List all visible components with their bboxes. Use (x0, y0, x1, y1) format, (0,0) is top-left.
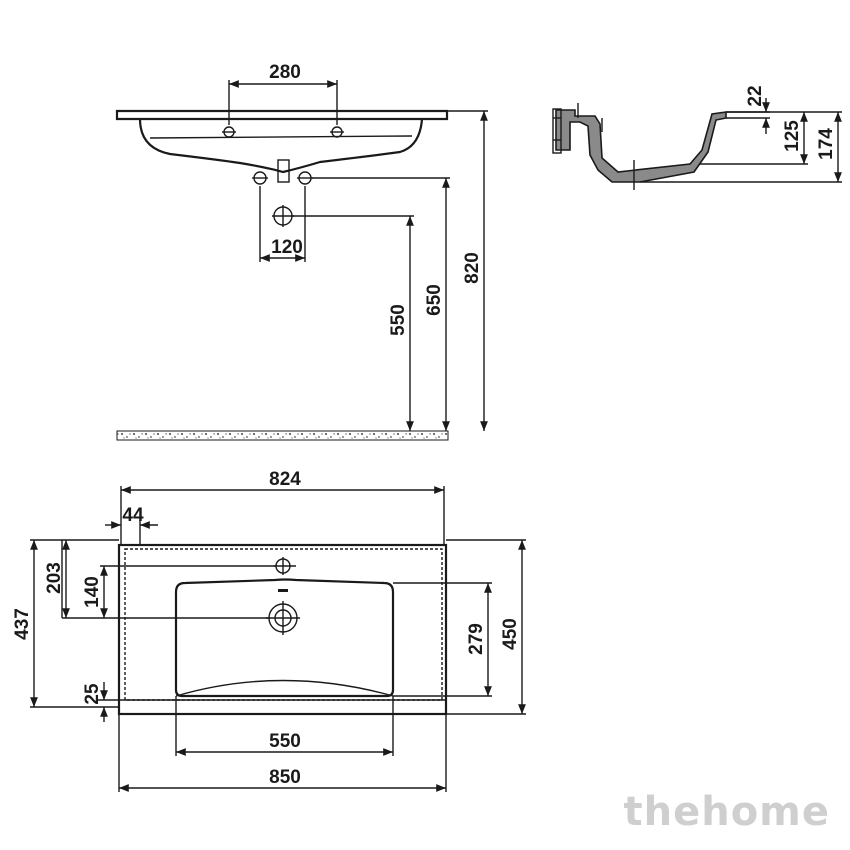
overflow-slot (278, 589, 288, 592)
dim-plan-437: 437 (12, 608, 33, 640)
drain-stub (277, 159, 290, 183)
plan-view: 824 44 437 203 140 25 279 450 (12, 469, 526, 792)
wall-outlet-icon (272, 205, 294, 227)
dim-total-height: 820 (462, 252, 483, 284)
basin-top-edge (115, 109, 449, 121)
bowl-inner-line (149, 135, 413, 139)
dim-rim-thickness: 22 (745, 85, 766, 106)
dim-bowl-depth: 125 (782, 120, 803, 152)
dim-plan-25: 25 (82, 683, 103, 705)
dim-plan-824: 824 (269, 469, 301, 490)
dim-total-depth: 174 (816, 128, 837, 160)
right-pipe-circle-icon (297, 171, 313, 185)
dim-tap-spacing: 280 (269, 62, 301, 83)
dim-pipe-height: 650 (424, 284, 445, 316)
basin-bowl-outline (138, 118, 424, 174)
front-view: 280 120 550 650 820 (115, 62, 488, 441)
floor-hatch (116, 430, 449, 441)
dim-plan-140: 140 (82, 576, 103, 608)
dim-drain-spacing: 120 (271, 237, 303, 258)
watermark-logo: thehome (624, 789, 831, 835)
dim-plan-44: 44 (122, 505, 144, 526)
dim-plan-279: 279 (466, 623, 487, 655)
plan-outline (117, 543, 448, 716)
dim-plan-450: 450 (500, 618, 521, 650)
side-section-view: 22 125 174 (552, 85, 842, 190)
dim-outlet-height: 550 (388, 304, 409, 336)
section-profile (555, 109, 727, 183)
left-tap-hole-icon (222, 126, 236, 138)
right-tap-hole-icon (330, 126, 344, 138)
plan-bowl (174, 578, 395, 698)
dim-plan-203: 203 (44, 562, 65, 594)
section-back-box (552, 108, 562, 154)
left-pipe-circle-icon (252, 171, 268, 185)
plan-bowl-front-curve (175, 679, 394, 697)
plan-tap-hole-icon (274, 557, 296, 575)
plan-drain-icon (266, 601, 300, 635)
dim-overall-width: 850 (269, 767, 301, 788)
dim-bowl-width: 550 (269, 731, 301, 752)
